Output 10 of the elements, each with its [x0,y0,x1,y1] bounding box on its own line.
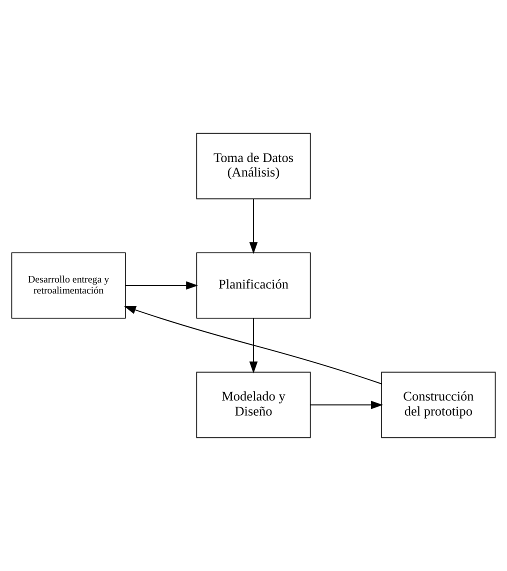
arrow [124,306,382,384]
node-box: Desarrollo entrega y retroalimentación [11,252,126,319]
arrow [310,400,383,410]
arrow [249,318,258,374]
node-box: Modelado y Diseño [196,372,311,438]
arrow [249,198,258,254]
node-box: Construcción del prototipo [381,372,496,438]
node-box: Toma de Datos (Análisis) [196,132,311,200]
node-box: Planificación [196,252,311,319]
arrow [125,281,198,290]
